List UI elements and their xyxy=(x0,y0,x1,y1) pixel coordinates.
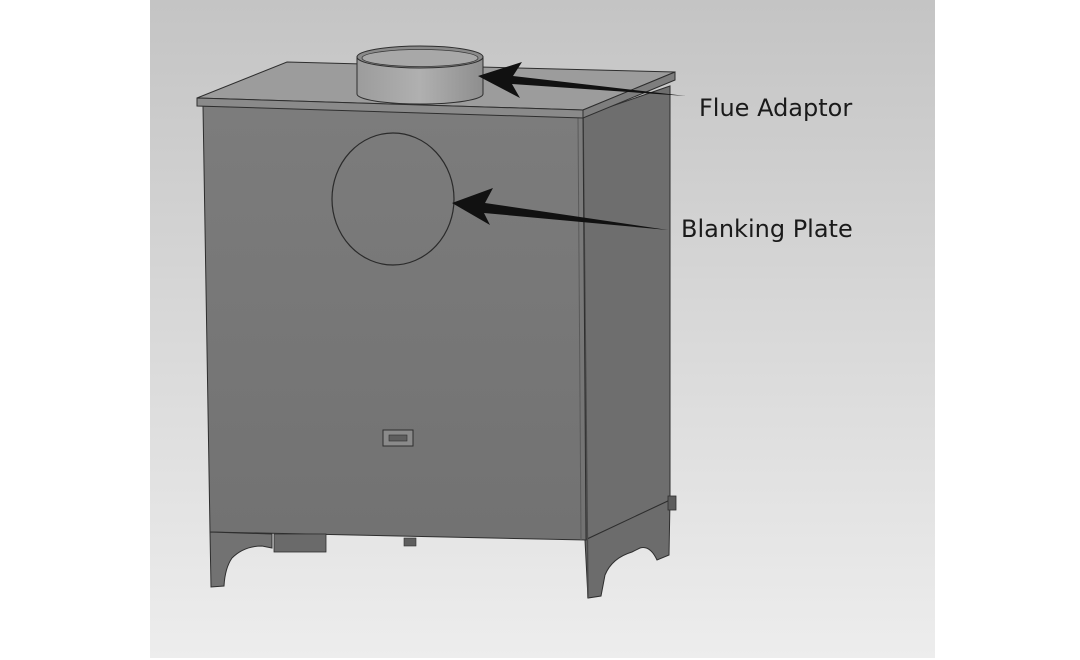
stove-right-leg xyxy=(584,499,671,599)
flue-adaptor-label: Flue Adaptor xyxy=(699,94,853,122)
stove-bottom-stub xyxy=(403,537,417,547)
air-vent-slot xyxy=(382,429,414,447)
front-bevel-line xyxy=(577,117,582,541)
flue-adaptor xyxy=(356,45,484,105)
blanking-plate-arrow xyxy=(452,188,668,230)
stove-left-leg xyxy=(209,531,273,588)
stove-side-panel xyxy=(582,85,671,541)
side-bracket xyxy=(667,495,677,511)
blanking-plate-label: Blanking Plate xyxy=(681,215,853,243)
stove-top-plate-side-edge xyxy=(582,71,676,119)
stove-front-panel xyxy=(202,105,587,541)
flue-adaptor-arrow xyxy=(478,62,686,98)
blanking-plate xyxy=(331,132,455,266)
stove-rear-foot xyxy=(273,533,327,553)
